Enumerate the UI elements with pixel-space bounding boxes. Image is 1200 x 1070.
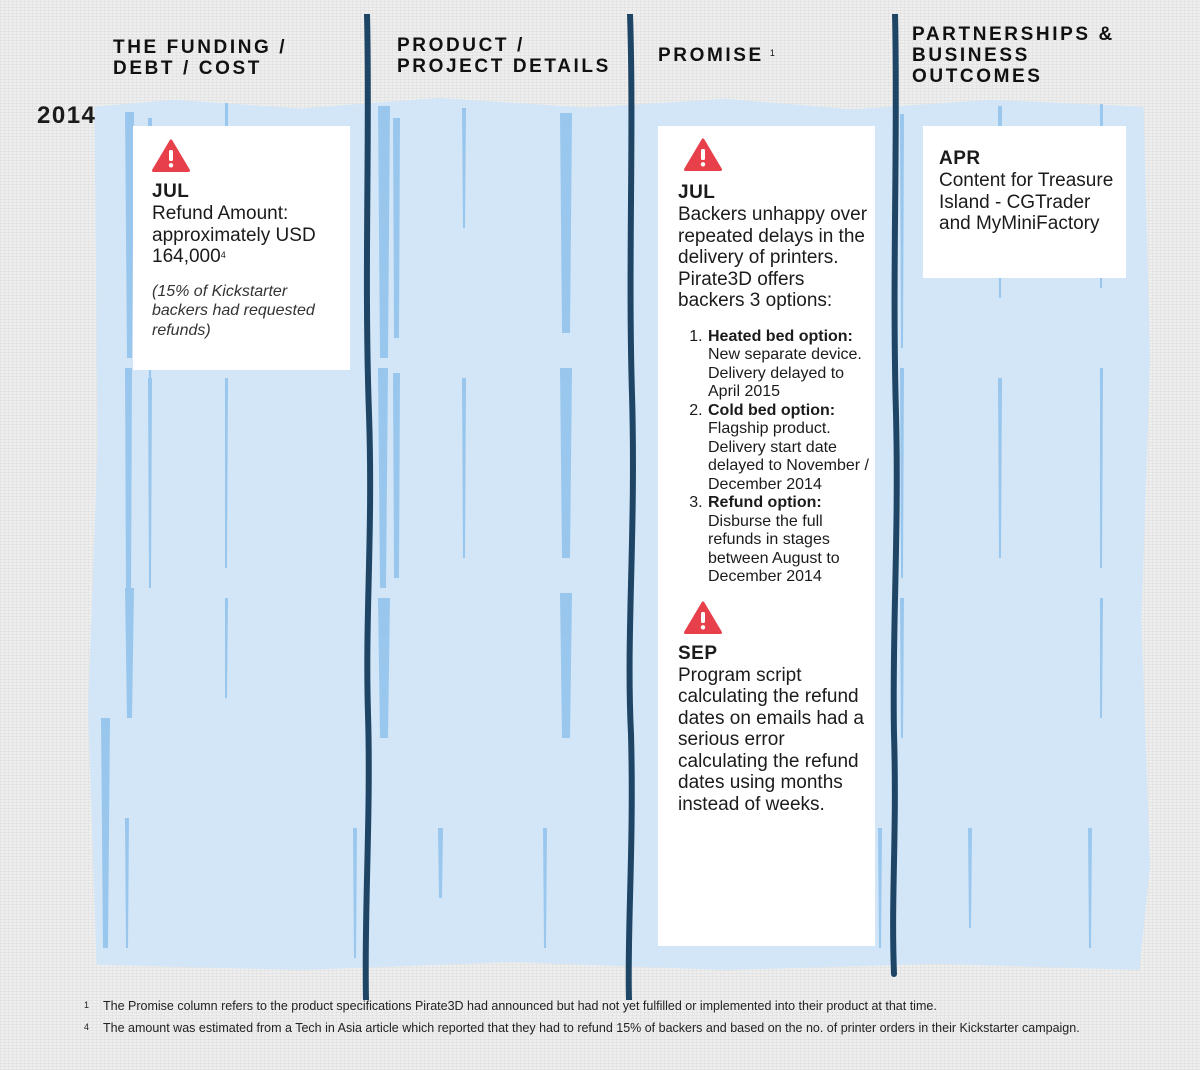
footnote: 1 The Promise column refers to the produ… xyxy=(84,999,1144,1014)
header-partnerships-line: OUTCOMES xyxy=(912,66,1043,87)
footnote: 4 The amount was estimated from a Tech i… xyxy=(84,1020,1144,1036)
option-item: Cold bed option: Flagship product. Deliv… xyxy=(707,402,869,495)
partnership-card: APR Content for Treasure Island - CGTrad… xyxy=(923,126,1126,278)
entry-text: Refund Amount: approximately USD 164,000… xyxy=(152,203,336,268)
header-partnerships-line: BUSINESS xyxy=(912,45,1030,66)
footnote-text: The Promise column refers to the product… xyxy=(103,999,937,1013)
entry-note: (15% of Kickstarter backers had requeste… xyxy=(152,282,315,339)
header-partnerships: PARTNERSHIPS & BUSINESS OUTCOMES xyxy=(912,24,1115,87)
entry-text-content: Refund Amount: approximately USD 164,000 xyxy=(152,203,316,267)
header-promise-footnote-ref: 1 xyxy=(769,48,775,58)
entry-month: JUL xyxy=(152,181,190,202)
funding-card: JUL Refund Amount: approximately USD 164… xyxy=(133,126,350,370)
entry-month: SEP xyxy=(678,642,718,664)
entry-month: JUL xyxy=(678,182,716,203)
option-text: New separate device. Delivery delayed to… xyxy=(708,346,862,400)
option-item: Refund option: Disburse the full refunds… xyxy=(707,494,869,587)
year-label: 2014 xyxy=(37,102,97,129)
header-partnerships-line: PARTNERSHIPS & xyxy=(912,24,1115,45)
option-title: Heated bed option: xyxy=(708,327,853,345)
header-funding: THE FUNDING / DEBT / COST xyxy=(113,37,287,79)
header-product-line: PROJECT DETAILS xyxy=(397,56,611,77)
entry-text: Content for Treasure Island - CGTrader a… xyxy=(939,170,1114,234)
header-product: PRODUCT / PROJECT DETAILS xyxy=(397,35,611,77)
header-product-line: PRODUCT / xyxy=(397,35,525,56)
header-funding-line: DEBT / COST xyxy=(113,58,262,79)
options-list: Heated bed option: New separate device. … xyxy=(678,328,869,587)
footnote-number: 1 xyxy=(84,1000,90,1010)
warning-triangle-icon xyxy=(152,139,190,172)
column-divider xyxy=(362,14,374,1000)
promise-card: JUL Backers unhappy over repeated delays… xyxy=(658,126,875,946)
header-promise-label: PROMISE xyxy=(658,45,764,66)
option-title: Cold bed option: xyxy=(708,401,836,419)
footnote-number: 4 xyxy=(84,1021,90,1032)
option-item: Heated bed option: New separate device. … xyxy=(707,328,869,402)
footnote-text: The amount was estimated from a Tech in … xyxy=(103,1020,1080,1035)
entry-text: Backers unhappy over repeated delays in … xyxy=(678,204,868,311)
warning-triangle-icon xyxy=(684,138,722,171)
footnote-ref: 4 xyxy=(220,250,226,260)
header-funding-line: THE FUNDING / xyxy=(113,37,288,58)
option-title: Refund option: xyxy=(708,494,822,511)
column-divider xyxy=(625,14,636,1000)
entry-month: APR xyxy=(939,148,981,169)
entry-text: Program script calculating the refund da… xyxy=(678,664,864,815)
column-divider xyxy=(890,14,900,977)
warning-triangle-icon xyxy=(684,601,722,634)
option-text: Disburse the full refunds in stages betw… xyxy=(708,512,840,586)
footnotes: 1 The Promise column refers to the produ… xyxy=(84,999,1144,1043)
header-promise: PROMISE 1 xyxy=(658,45,775,66)
option-text: Flagship product. Delivery start date de… xyxy=(708,420,869,493)
